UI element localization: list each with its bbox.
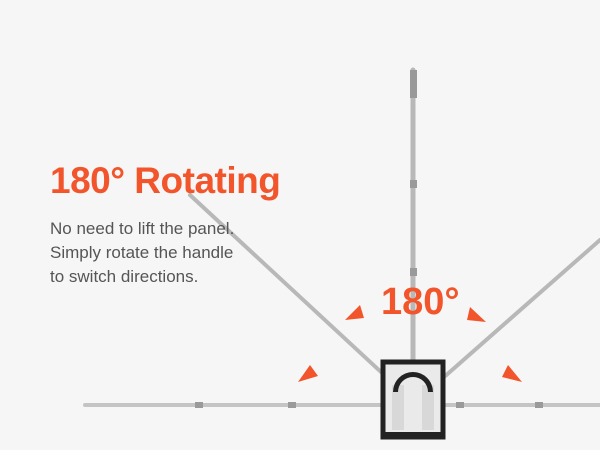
description-line: Simply rotate the handle <box>50 243 234 262</box>
description: No need to lift the panel. Simply rotate… <box>50 217 234 289</box>
arrow-icon <box>467 307 486 322</box>
handle-right-diagonal <box>433 238 600 387</box>
base-frame <box>380 359 446 440</box>
handle-positions <box>83 67 600 407</box>
handle-grip <box>410 70 417 98</box>
headline: 180° Rotating <box>50 160 281 201</box>
description-line: No need to lift the panel. <box>50 219 235 238</box>
angle-label: 180° <box>381 281 460 323</box>
handle-left-diagonal <box>188 193 397 387</box>
description-line: to switch directions. <box>50 267 199 286</box>
arrow-icon <box>502 365 522 382</box>
arrow-icon <box>298 365 318 382</box>
rotation-arrows <box>298 305 522 382</box>
arrow-icon <box>345 305 364 320</box>
